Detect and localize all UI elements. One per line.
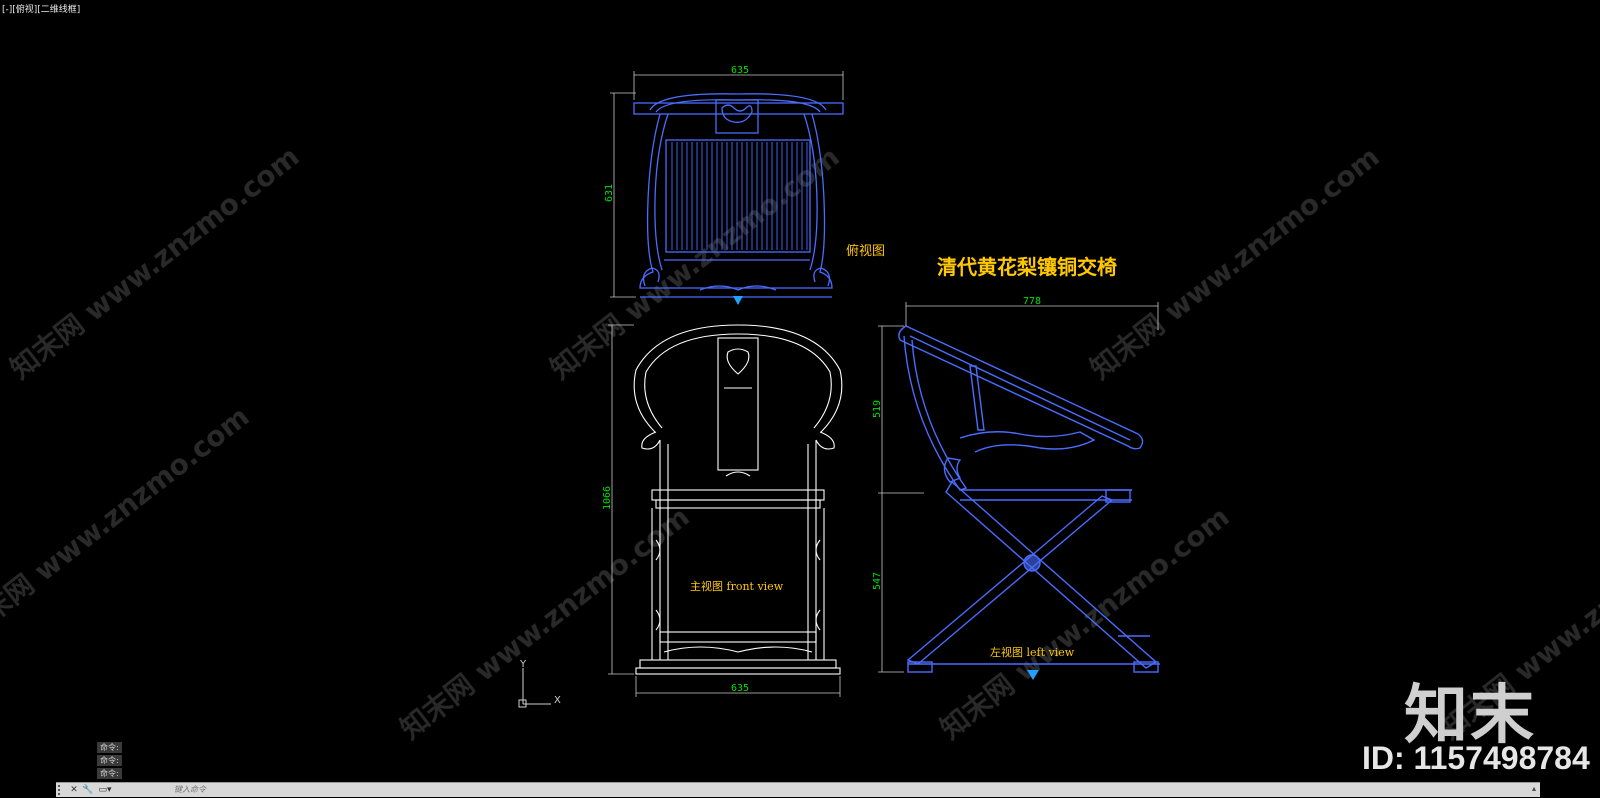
close-icon[interactable]: ✕ (70, 785, 78, 795)
command-input[interactable] (174, 783, 1074, 797)
viewport-label[interactable]: [-][俯视][二维线框] (2, 5, 81, 15)
left-view-width-dimension: 778 (1023, 296, 1041, 307)
command-bar[interactable]: ✕ 🔧 ▭▾ ▴ (56, 782, 1540, 797)
front-view-label: 主视图 front view (690, 579, 784, 593)
command-prompt-icon[interactable]: ▭▾ (98, 785, 112, 795)
watermark-id: ID: 1157498784 (1362, 740, 1590, 776)
front-view-width-dimension: 635 (731, 683, 749, 694)
command-history-line: 命令: (97, 755, 122, 766)
ucs-x-label: X (554, 695, 561, 706)
watermark-site-text: 知末网 www.znzmo.com (394, 500, 695, 746)
left-view-upper-dimension: 519 (872, 400, 883, 418)
command-history-line: 命令: (97, 768, 122, 779)
view-marker-icon (733, 296, 743, 305)
drag-handle[interactable] (58, 785, 66, 795)
top-view-label: 俯视图 (846, 243, 885, 259)
left-view-dimensions (878, 302, 1159, 673)
top-view-width-dimension: 635 (731, 65, 749, 76)
watermark-site-text: 知末网 www.znzmo.com (0, 400, 255, 646)
watermark-site-text: 知末网 www.znzmo.com (934, 500, 1235, 746)
command-history: 命令: 命令: 命令: (97, 742, 122, 781)
command-history-line: 命令: (97, 742, 122, 753)
top-view-depth-dimension: 631 (604, 184, 615, 202)
watermark-layer: 知末网 www.znzmo.com 知末网 www.znzmo.com 知末网 … (0, 140, 1600, 746)
front-view-dimensions (608, 324, 841, 697)
top-view-slats (671, 142, 808, 250)
top-view[interactable] (633, 93, 844, 298)
wrench-icon[interactable]: 🔧 (82, 785, 94, 795)
watermark-brand: 知末 (1404, 679, 1536, 753)
front-view[interactable] (633, 324, 843, 675)
watermark-site-text: 知末网 www.znzmo.com (544, 140, 845, 386)
drawing-title: 清代黄花梨镶铜交椅 (937, 255, 1117, 279)
chevron-up-icon[interactable]: ▴ (1531, 784, 1536, 793)
watermark-site-text: 知末网 www.znzmo.com (1084, 140, 1385, 386)
ucs-y-label: Y (519, 659, 527, 670)
view-marker-icon (1027, 670, 1039, 680)
watermark-site-text: 知末网 www.znzmo.com (4, 140, 305, 386)
left-view[interactable] (898, 325, 1160, 673)
left-view-lower-dimension: 547 (872, 572, 883, 590)
front-view-height-dimension: 1066 (602, 486, 613, 510)
ucs-icon (518, 668, 551, 708)
top-view-dimensions (610, 71, 844, 298)
left-view-label: 左视图 left view (990, 645, 1075, 659)
